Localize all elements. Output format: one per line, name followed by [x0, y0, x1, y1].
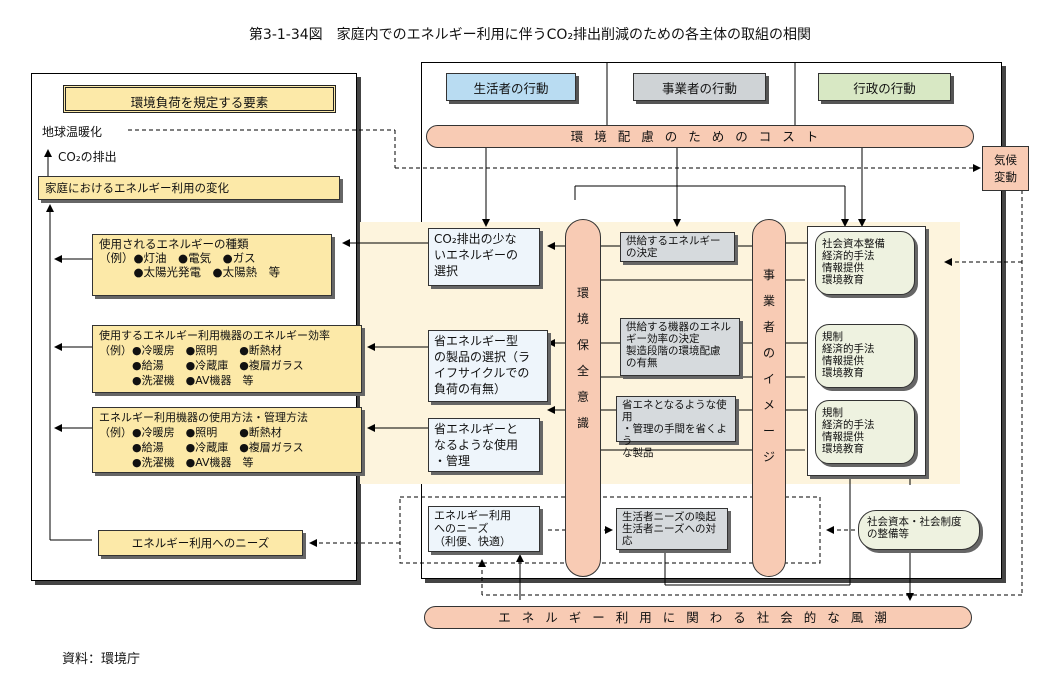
- product-choice-line: イフサイクルでの: [434, 366, 530, 380]
- energy-supply-decision-box: 供給するエネルギー の決定: [620, 232, 735, 262]
- product-choice-line: 省エネルギー型: [434, 334, 519, 348]
- gov-measure-line: 環境教育: [822, 274, 864, 286]
- gov-measure-line: 環境教育: [822, 367, 864, 379]
- energy-saving-products-box: 省エネとなるような使用 ・管理の手間を省くよう な製品: [616, 396, 736, 459]
- infrastructure-line: の整備等: [867, 528, 909, 540]
- energy-needs-box: エネルギー利用へのニーズ: [98, 530, 303, 556]
- energy-types-box: 使用されるエネルギーの種類 （例）●灯油 ●電気 ●ガス ●太陽光発電 ●太陽熱…: [92, 234, 332, 296]
- usage-management-line: ●洗濯機 ●AV機器 等: [99, 456, 254, 469]
- gov-measure-line: 経済的手法: [822, 343, 875, 355]
- awareness-char: 環: [576, 286, 589, 300]
- needs-response-line: 生活者ニーズの喚起: [622, 511, 716, 523]
- equipment-decision-line: の有無: [626, 357, 658, 369]
- gov-measure-line: 環境教育: [822, 443, 864, 455]
- equipment-decision-line: 供給する機器のエネル: [626, 321, 731, 333]
- energy-types-line: ●太陽光発電 ●太陽熱 等: [99, 265, 281, 279]
- product-choice-line: の製品の選択（ラ: [434, 350, 531, 364]
- needs-line: エネルギー利用: [434, 509, 511, 522]
- gov-measure-line: 規制: [822, 407, 843, 419]
- image-char: の: [762, 346, 775, 360]
- infrastructure-line: 社会資本・社会制度: [867, 516, 962, 528]
- co2-emission-label: CO₂の排出: [58, 150, 117, 164]
- figure-title: 第3-1-34図 家庭内でのエネルギー利用に伴うCO₂排出削減のための各主体の取…: [248, 27, 812, 43]
- usage-line: なるような使用: [434, 438, 519, 452]
- supply-decision-line: の決定: [626, 247, 658, 259]
- low-co2-line: CO₂排出の少な: [434, 232, 517, 246]
- image-char: 業: [762, 294, 775, 308]
- source-note: 資料：環境庁: [62, 652, 141, 667]
- image-char: 事: [762, 268, 775, 282]
- energy-saving-usage-box: 省エネルギーと なるような使用 ・管理: [428, 418, 540, 472]
- equipment-efficiency-line: （例）●冷暖房 ●照明 ●断熱材: [99, 344, 282, 357]
- gov-measure-line: 情報提供: [822, 355, 864, 367]
- supply-decision-line: 供給するエネルギー: [626, 235, 721, 247]
- consumer-action-header: 生活者の行動: [446, 73, 576, 101]
- awareness-char: 意: [576, 390, 589, 404]
- environmental-awareness-pill: 環 境 保 全 意 識: [565, 219, 601, 577]
- usage-management-line: ●給湯 ●冷蔵庫 ●複層ガラス: [99, 441, 304, 454]
- climate-change-box: 気候 変動: [982, 146, 1029, 191]
- business-action-header: 事業者の行動: [633, 73, 766, 101]
- energy-saving-product-choice-box: 省エネルギー型 の製品の選択（ラ イフサイクルでの 負荷の有無）: [428, 330, 548, 402]
- usage-products-line: ・管理の手間を省くよう: [622, 423, 727, 447]
- global-warming-label: 地球温暖化: [42, 125, 103, 139]
- product-choice-line: 負荷の有無）: [434, 382, 507, 396]
- needs-line: へのニーズ: [434, 522, 489, 535]
- gov-measure-line: 情報提供: [822, 262, 864, 274]
- government-measures-3: 規制 経済的手法 情報提供 環境教育: [815, 400, 915, 464]
- usage-management-box: エネルギー利用機器の使用方法・管理方法 （例）●冷暖房 ●照明 ●断熱材 ●給湯…: [92, 407, 362, 473]
- gov-measure-line: 規制: [822, 331, 843, 343]
- image-char: メ: [762, 398, 775, 412]
- low-co2-energy-choice-box: CO₂排出の少な いエネルギーの 選択: [428, 228, 540, 286]
- energy-types-line: （例）●灯油 ●電気 ●ガス: [99, 251, 256, 265]
- low-co2-line: 選択: [434, 264, 459, 278]
- needs-response-line: 生活者ニーズへの対: [622, 523, 716, 535]
- awareness-char: 保: [576, 338, 589, 352]
- equipment-efficiency-line: ●給湯 ●冷蔵庫 ●複層ガラス: [99, 359, 304, 372]
- image-char: ー: [762, 424, 775, 438]
- awareness-char: 境: [576, 312, 589, 326]
- image-char: イ: [762, 372, 775, 386]
- usage-products-line: な製品: [622, 447, 654, 459]
- usage-management-line: （例）●冷暖房 ●照明 ●断熱材: [99, 426, 282, 439]
- gov-measure-line: 経済的手法: [822, 250, 875, 262]
- gov-measure-line: 情報提供: [822, 431, 864, 443]
- environmental-cost-bar: 環境配慮のためのコスト: [426, 125, 974, 148]
- awareness-char: 識: [576, 416, 589, 430]
- government-action-header: 行政の行動: [818, 73, 951, 101]
- low-co2-line: いエネルギーの: [434, 248, 519, 262]
- image-char: 者: [762, 320, 775, 334]
- climate-change-line: 気候: [994, 153, 1017, 167]
- equipment-efficiency-line: 使用するエネルギー利用機器のエネルギー効率: [99, 329, 330, 342]
- equipment-decision-line: ギー効率の決定: [626, 333, 700, 345]
- consumer-needs-response-box: 生活者ニーズの喚起 生活者ニーズへの対 応: [616, 508, 728, 550]
- usage-management-line: エネルギー利用機器の使用方法・管理方法: [99, 411, 308, 424]
- government-measures-1: 社会資本整備 経済的手法 情報提供 環境教育: [815, 231, 915, 295]
- gov-measure-line: 経済的手法: [822, 419, 875, 431]
- equipment-efficiency-box: 使用するエネルギー利用機器のエネルギー効率 （例）●冷暖房 ●照明 ●断熱材 ●…: [92, 325, 362, 393]
- usage-products-line: 省エネとなるような使用: [622, 399, 727, 423]
- government-measures-2: 規制 経済的手法 情報提供 環境教育: [815, 324, 915, 388]
- gov-measure-line: 社会資本整備: [822, 238, 885, 250]
- infrastructure-box: 社会資本・社会制度 の整備等: [858, 510, 980, 550]
- usage-line: ・管理: [434, 454, 471, 468]
- needs-line: （利便、快適）: [434, 535, 511, 548]
- needs-response-line: 応: [622, 535, 633, 547]
- equipment-efficiency-decision-box: 供給する機器のエネル ギー効率の決定 製造段階の環境配慮 の有無: [620, 318, 740, 376]
- climate-change-line: 変動: [994, 170, 1017, 184]
- usage-line: 省エネルギーと: [434, 422, 519, 436]
- business-image-pill: 事 業 者 の イ メ ー ジ: [752, 219, 786, 577]
- equipment-decision-line: 製造段階の環境配慮: [626, 345, 721, 357]
- equipment-efficiency-line: ●洗濯機 ●AV機器 等: [99, 374, 254, 387]
- image-char: ジ: [762, 450, 775, 464]
- energy-types-line: 使用されるエネルギーの種類: [99, 237, 249, 251]
- household-energy-change-box: 家庭におけるエネルギー利用の変化: [38, 176, 340, 200]
- consumer-needs-box: エネルギー利用 へのニーズ （利便、快適）: [428, 506, 540, 552]
- awareness-char: 全: [576, 364, 589, 378]
- left-panel-header: 環境負荷を規定する要素: [63, 85, 336, 113]
- social-trend-bar: エネルギー利用に関わる社会的な風潮: [424, 606, 972, 629]
